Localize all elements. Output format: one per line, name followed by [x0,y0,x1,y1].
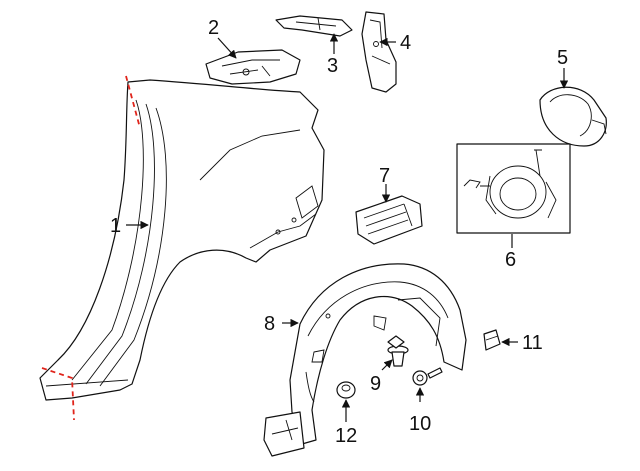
callout-10: 10 [409,413,431,435]
callout-4: 4 [400,32,411,54]
callout-2: 2 [208,17,219,39]
callout-5: 5 [557,47,568,69]
part-8-wheel-liner[interactable] [263,263,467,457]
leader-9 [381,359,393,371]
leader-2 [217,37,237,59]
part-4-bracket[interactable] [361,11,397,93]
callout-9: 9 [370,373,381,395]
callout-12: 12 [335,425,357,447]
part-7-vent[interactable] [355,195,423,245]
part-1-quarter-panel[interactable] [39,79,325,401]
callout-11: 11 [522,332,543,354]
part-12-grommet[interactable] [336,381,356,399]
part-2-bracket[interactable] [205,49,301,85]
callout-6: 6 [505,249,516,271]
part-10-screw[interactable] [412,367,443,386]
part-6-housing-assembly[interactable] [456,143,571,234]
callout-1: 1 [110,215,121,237]
callout-8: 8 [264,313,275,335]
cut-line-bottom [41,367,75,421]
callout-7: 7 [379,165,390,187]
part-3-reinforcement[interactable] [275,15,353,37]
part-5-fuel-door[interactable] [539,86,607,147]
callout-3: 3 [327,55,338,77]
part-9-push-clip[interactable] [387,335,409,367]
part-11-clip-nut[interactable] [483,329,501,351]
